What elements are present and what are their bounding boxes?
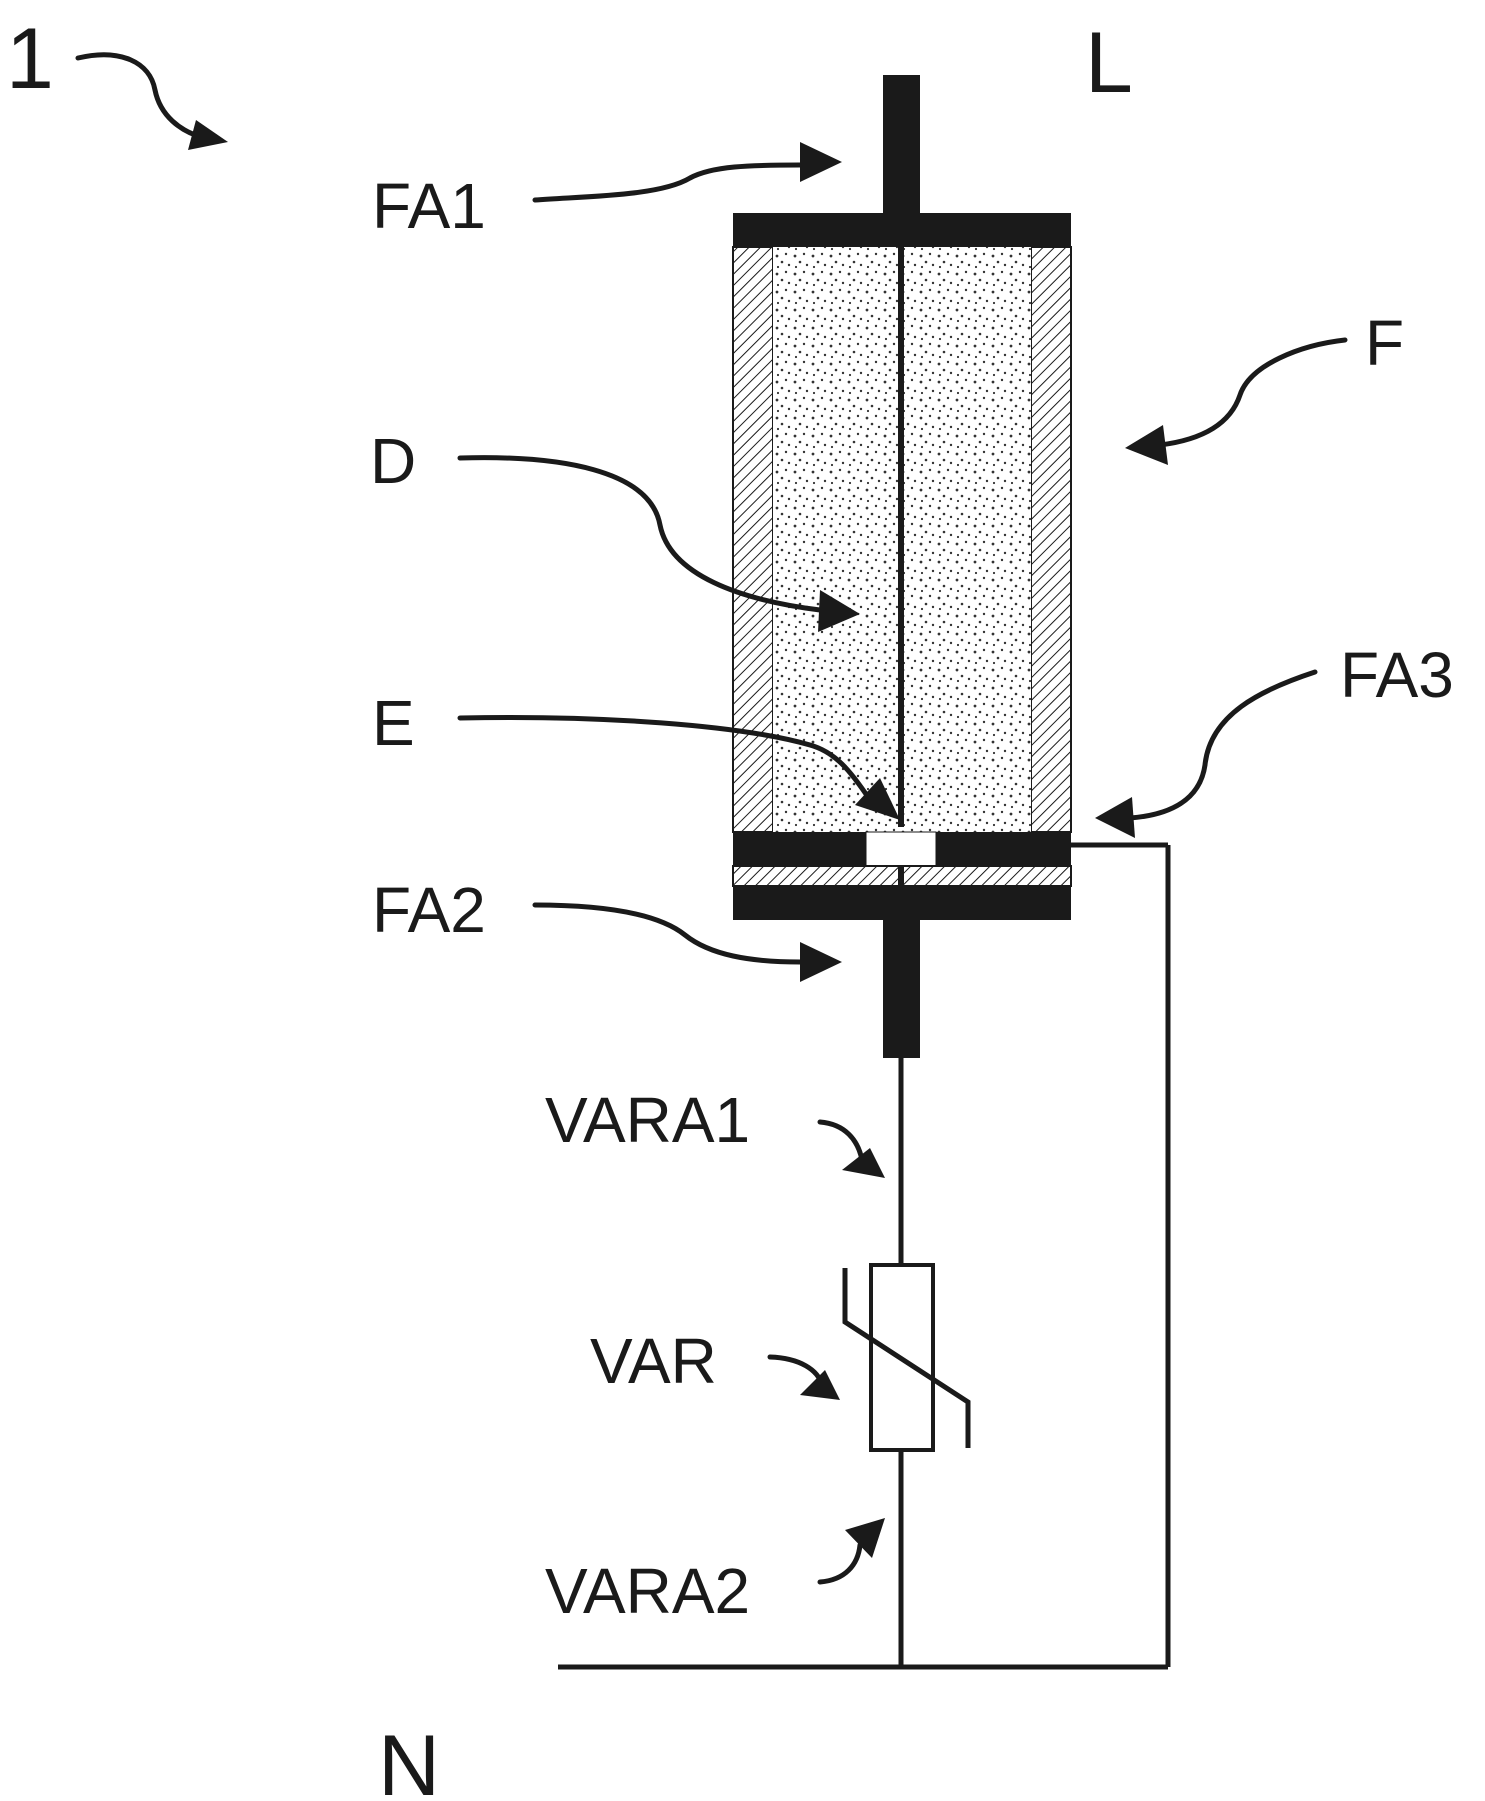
label-e: E bbox=[372, 687, 415, 759]
label-f: F bbox=[1365, 307, 1404, 379]
terminal-label-l: L bbox=[1085, 15, 1133, 111]
label-var: VAR bbox=[590, 1325, 717, 1397]
leader-var bbox=[770, 1357, 840, 1400]
terminal-fa1 bbox=[883, 75, 920, 213]
fuse-element-lower bbox=[898, 866, 904, 886]
label-vara2: VARA2 bbox=[545, 1555, 750, 1627]
label-fa2: FA2 bbox=[372, 874, 486, 946]
bottom-plate-left bbox=[733, 832, 866, 866]
ref-numeral-arrow bbox=[78, 55, 228, 150]
terminal-label-n: N bbox=[378, 1718, 440, 1801]
leader-f bbox=[1125, 340, 1345, 465]
leader-fa1 bbox=[535, 142, 842, 200]
label-d: D bbox=[370, 425, 416, 497]
fuse-bottom-cap bbox=[733, 886, 1071, 920]
label-fa1: FA1 bbox=[372, 170, 486, 242]
figure-ref-numeral: 1 bbox=[6, 11, 54, 107]
fuse-wall-left bbox=[733, 247, 773, 832]
leader-vara2 bbox=[820, 1518, 885, 1582]
terminal-fa2 bbox=[883, 920, 920, 1058]
fuse-top-cap bbox=[733, 213, 1071, 247]
leader-fa3 bbox=[1095, 672, 1315, 838]
label-fa3: FA3 bbox=[1340, 639, 1454, 711]
leader-vara1 bbox=[820, 1122, 885, 1178]
fuse-element-wire bbox=[898, 247, 904, 827]
fuse-wall-right bbox=[1031, 247, 1071, 832]
varistor bbox=[845, 1265, 968, 1450]
label-vara1: VARA1 bbox=[545, 1084, 750, 1156]
bottom-plate-right bbox=[936, 832, 1071, 866]
fuse-body bbox=[733, 213, 1071, 920]
